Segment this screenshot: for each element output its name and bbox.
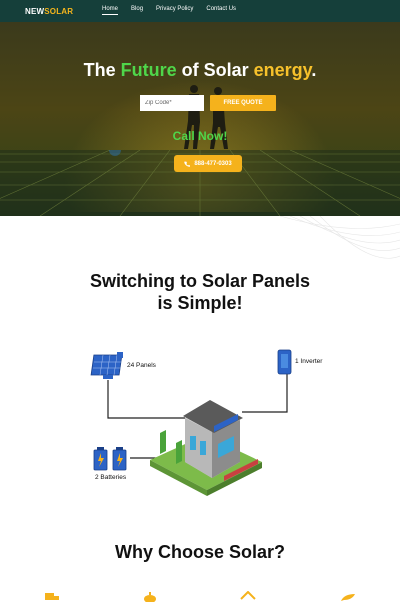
hero-title-energy: energy	[253, 60, 312, 80]
hero-title-text-1: The	[83, 60, 121, 80]
why-solar-section-title: Why Choose Solar?	[114, 542, 285, 562]
hero-title-period: .	[311, 60, 317, 80]
site-logo[interactable]: NEWSOLAR	[25, 7, 73, 16]
batteries-label: 2 Batteries	[95, 474, 127, 481]
hero-title-future: Future	[120, 60, 177, 80]
phone-icon	[184, 161, 191, 167]
simple-section-title: Switching to Solar Panels is Simple!	[89, 271, 311, 313]
truck-icon	[45, 593, 59, 600]
house-illustration	[150, 400, 262, 496]
panels-label: 24 Panels	[127, 362, 156, 369]
hero-title-text-2: of Solar	[176, 60, 254, 80]
nav-link-blog[interactable]: Blog	[131, 6, 144, 12]
batteries-icon	[93, 447, 127, 471]
logo-text-solar: SOLAR	[44, 7, 74, 16]
nav-link-home[interactable]: Home	[102, 6, 119, 15]
decorative-curved-lines	[279, 216, 400, 259]
nav-link-privacy-policy[interactable]: Privacy Policy	[156, 6, 194, 12]
free-quote-button[interactable]: FREE QUOTE	[210, 95, 276, 111]
feature-icons-row	[0, 588, 400, 602]
hero-section: The Future of Solar energy. FREE QUOTE C…	[0, 22, 400, 216]
phone-call-button[interactable]: 888-477-0303	[174, 155, 242, 172]
piggy-bank-icon	[144, 592, 156, 602]
diagram-graphic	[90, 349, 292, 496]
nav-link-contact-us[interactable]: Contact Us	[206, 6, 237, 12]
inverter-icon	[277, 349, 292, 375]
solar-system-diagram: 24 Panels 1 Inverter 2 Batteries	[0, 340, 400, 505]
logo-text-new: NEW	[25, 7, 45, 16]
hero-title: The Future of Solar energy.	[0, 60, 400, 81]
zip-code-input[interactable]	[140, 95, 204, 111]
inverter-label: 1 Inverter	[295, 358, 323, 365]
leaf-icon	[341, 594, 355, 601]
solar-panels-icon	[90, 352, 123, 379]
phone-number: 888-477-0303	[194, 160, 232, 167]
main-menu: Home Blog Privacy Policy Contact Us	[102, 6, 236, 15]
hero-workers-silhouette	[184, 85, 228, 149]
top-navbar: NEWSOLAR Home Blog Privacy Policy Contac…	[0, 0, 400, 22]
call-now-heading: Call Now!	[172, 129, 228, 143]
home-icon	[240, 591, 256, 600]
